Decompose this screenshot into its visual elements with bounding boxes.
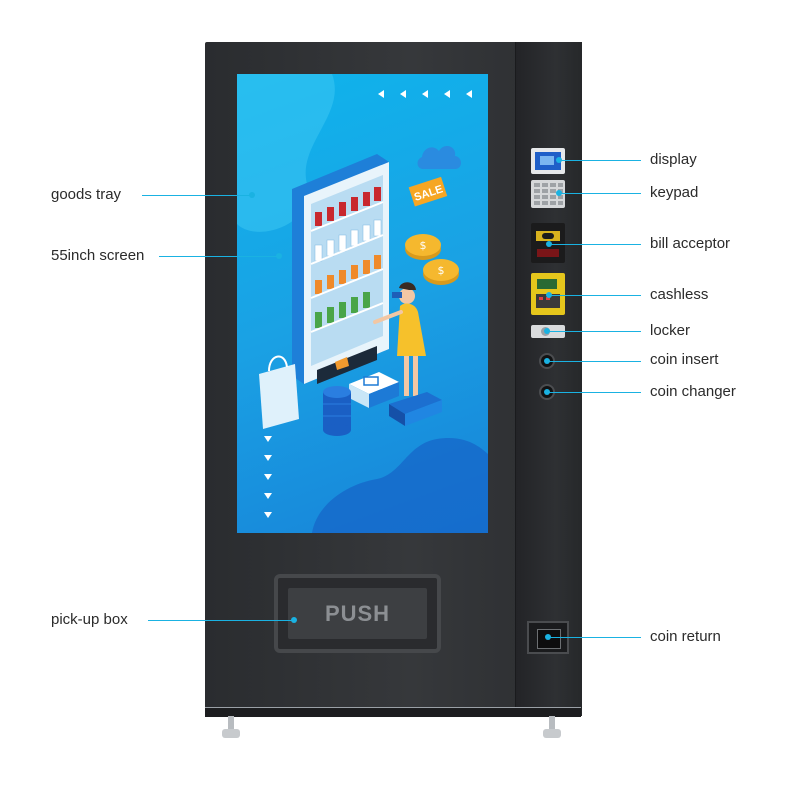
label-coin-changer: coin changer	[650, 383, 736, 400]
label-goods-tray: goods tray	[51, 186, 122, 203]
label-cashless: cashless	[650, 286, 709, 303]
label-coin-return: coin return	[650, 628, 721, 645]
bottom-right-blob	[312, 437, 488, 533]
line-cashless	[549, 295, 641, 296]
coin-tower	[323, 386, 351, 436]
line-keypad	[559, 193, 641, 194]
line-goods-tray	[142, 195, 252, 196]
arrow-column-left	[264, 436, 272, 518]
sale-tag: SALE	[408, 176, 448, 207]
dot-goods-tray	[249, 192, 255, 198]
line-display	[559, 160, 641, 161]
touch-screen[interactable]: SALE $ $	[237, 74, 488, 533]
label-display: display	[650, 151, 697, 168]
line-coin-insert	[547, 361, 641, 362]
label-pickup-box: pick-up box	[51, 611, 128, 628]
machine-base	[205, 707, 581, 717]
line-bill-acceptor	[549, 244, 641, 245]
pickup-door[interactable]: PUSH	[288, 588, 427, 639]
top-left-blob	[237, 74, 335, 232]
label-coin-insert: coin insert	[650, 351, 719, 368]
left-foot	[222, 716, 240, 740]
coin-stack: $ $	[405, 234, 459, 285]
line-55inch-screen	[159, 256, 279, 257]
mini-vending-machine	[292, 154, 389, 384]
label-locker: locker	[650, 322, 691, 339]
line-locker	[547, 331, 641, 332]
svg-text:$: $	[438, 264, 445, 277]
dot-55inch-screen	[276, 253, 282, 259]
line-coin-changer	[547, 392, 641, 393]
payment-door-panel	[515, 42, 582, 716]
label-55inch-screen: 55inch screen	[51, 247, 145, 264]
shopping-bag-icon	[259, 355, 299, 429]
basket-box	[349, 372, 399, 408]
arrow-row-top	[378, 90, 472, 98]
svg-text:$: $	[420, 239, 427, 252]
push-label: PUSH	[324, 600, 391, 626]
label-bill-acceptor: bill acceptor	[650, 235, 731, 252]
cloud-icon	[417, 145, 461, 169]
line-coin-return	[548, 637, 641, 638]
dot-pickup-box	[291, 617, 297, 623]
cashless-module[interactable]	[531, 273, 565, 315]
person-figure	[373, 282, 442, 426]
line-pickup-box	[148, 620, 294, 621]
right-foot	[543, 716, 561, 740]
label-keypad: keypad	[650, 184, 699, 201]
pickup-box[interactable]: PUSH	[274, 574, 441, 653]
screen-illustration: SALE $ $	[237, 74, 488, 533]
